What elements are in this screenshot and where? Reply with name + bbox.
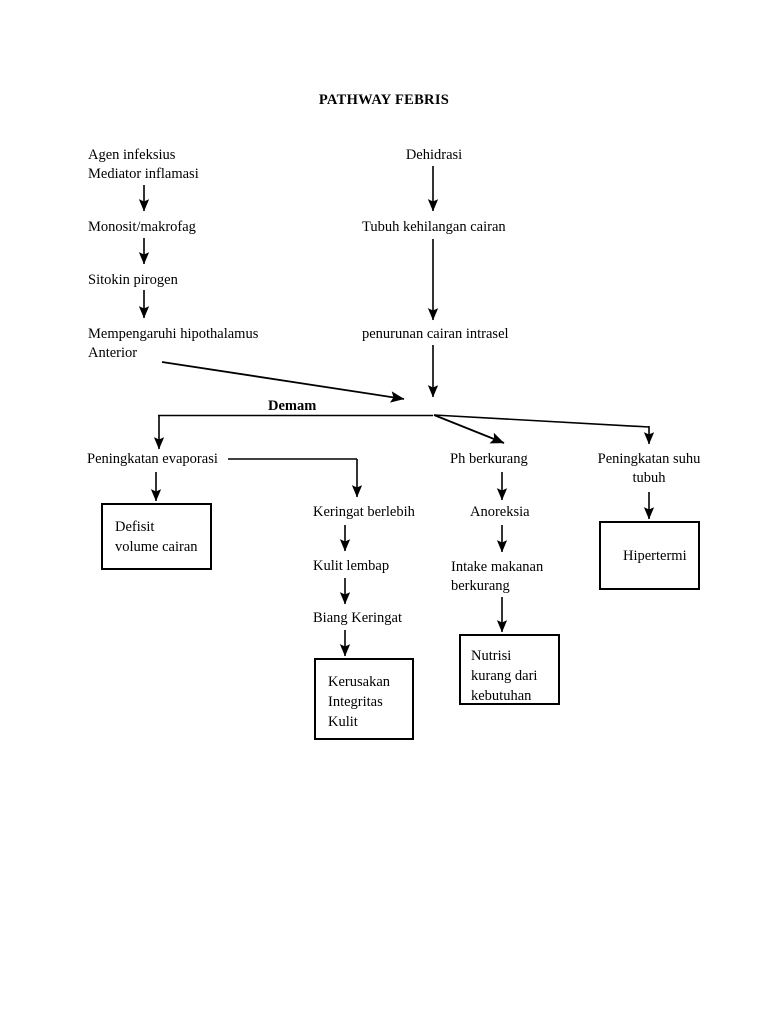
- box-hipertermi-text: Hipertermi: [623, 547, 687, 564]
- node-demam: Demam: [268, 398, 317, 414]
- box-nutrisi-kurang-dari-kebutuhan-text: Nutrisi kurang dari kebutuhan: [471, 648, 538, 704]
- arrow-demam-to-ph: [433, 414, 505, 444]
- node-peningkatan-suhu-tubuh: Peningkatan suhu tubuh: [597, 451, 701, 486]
- node-kulit-lembap: Kulit lembap: [313, 558, 390, 574]
- page-title: PATHWAY FEBRIS: [318, 92, 450, 108]
- node-peningkatan-evaporasi: Peningkatan evaporasi: [87, 451, 218, 467]
- node-intake-makanan-berkurang: Intake makanan berkurang: [451, 559, 544, 594]
- box-kerusakan-integritas-kulit-text: Kerusakan Integritas Kulit: [328, 674, 391, 730]
- node-keringat-berlebih: Keringat berlebih: [313, 504, 415, 520]
- node-agen-infeksius: Agen infeksius Mediator inflamasi: [88, 147, 199, 182]
- box-hipertermi: Hipertermi: [599, 521, 700, 590]
- node-penurunan-cairan-intrasel: penurunan cairan intrasel: [362, 326, 509, 342]
- node-anoreksia: Anoreksia: [470, 504, 530, 520]
- node-mempengaruhi-hipothalamus: Mempengaruhi hipothalamus Anterior: [88, 326, 259, 361]
- box-defisit-volume-cairan: Defisit volume cairan: [101, 503, 212, 570]
- box-nutrisi-kurang-dari-kebutuhan: Nutrisi kurang dari kebutuhan: [459, 634, 560, 705]
- node-biang-keringat: Biang Keringat: [313, 610, 402, 626]
- node-tubuh-kehilangan-cairan: Tubuh kehilangan cairan: [362, 219, 506, 235]
- node-dehidrasi: Dehidrasi: [405, 147, 463, 163]
- line-demam-to-suhu-diagonal: [433, 414, 650, 428]
- node-ph-berkurang: Ph berkurang: [450, 451, 528, 467]
- arrow-hipothalamus-to-demam: [161, 361, 405, 403]
- node-monosit-makrofag: Monosit/makrofag: [88, 219, 196, 235]
- box-defisit-volume-cairan-text: Defisit volume cairan: [115, 519, 198, 555]
- box-kerusakan-integritas-kulit: Kerusakan Integritas Kulit: [314, 658, 414, 740]
- node-sitokin-pirogen: Sitokin pirogen: [88, 272, 178, 288]
